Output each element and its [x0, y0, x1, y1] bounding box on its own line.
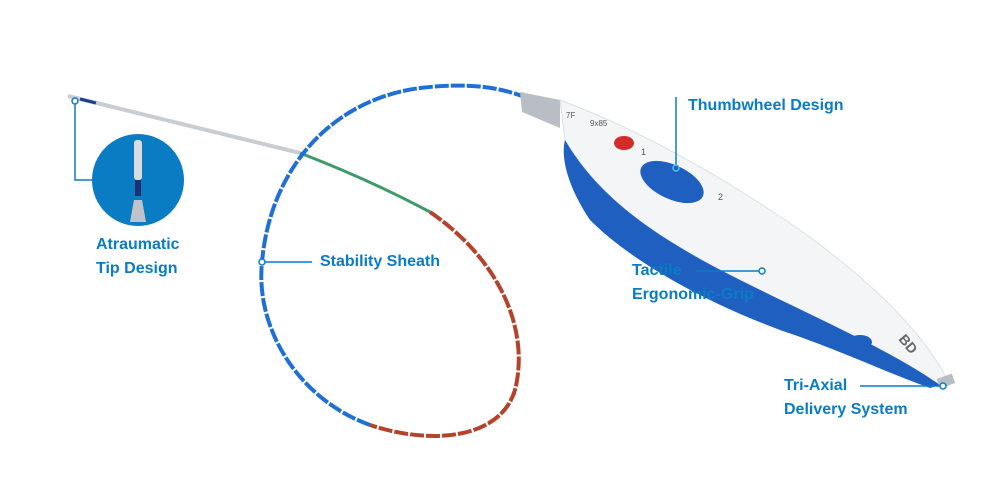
catheter-tip-band	[79, 97, 97, 105]
delivery-marker	[939, 382, 947, 390]
thumbwheel-marker	[672, 164, 680, 172]
size-label-1: 7F	[566, 111, 575, 120]
label-line-1: Tactile	[632, 262, 682, 279]
catheter-green-section	[299, 151, 431, 214]
sheath-red-section	[369, 210, 521, 438]
label-tactile-grip: Tactile Ergonomic-Grip	[632, 259, 754, 307]
thumbwheel	[640, 160, 704, 204]
handle	[520, 92, 956, 389]
tip-leader-line	[74, 101, 92, 181]
label-atraumatic-tip: Atraumatic Tip Design	[96, 233, 180, 281]
mark-1: 1	[641, 147, 646, 157]
label-line-1: Stability Sheath	[320, 253, 441, 270]
label-stability-sheath: Stability Sheath	[320, 250, 440, 274]
mark-2: 2	[718, 192, 723, 202]
label-line-2: Delivery System	[784, 401, 908, 418]
label-line-1: Tri-Axial	[784, 377, 848, 394]
sheath-marker	[258, 258, 266, 266]
label-line-1: Thumbwheel Design	[688, 97, 844, 114]
label-line-1: Atraumatic	[96, 236, 180, 253]
label-tri-axial: Tri-Axial Delivery System	[784, 374, 908, 422]
label-line-2: Tip Design	[96, 260, 178, 277]
size-label-2: 9x85	[590, 119, 608, 128]
sheath-blue-section	[259, 83, 523, 427]
label-line-2: Ergonomic-Grip	[632, 286, 754, 303]
tip-marker	[71, 97, 79, 105]
red-button	[614, 136, 634, 150]
grip-marker	[758, 267, 766, 275]
catheter-shaft	[67, 94, 301, 155]
label-thumbwheel: Thumbwheel Design	[688, 94, 844, 118]
